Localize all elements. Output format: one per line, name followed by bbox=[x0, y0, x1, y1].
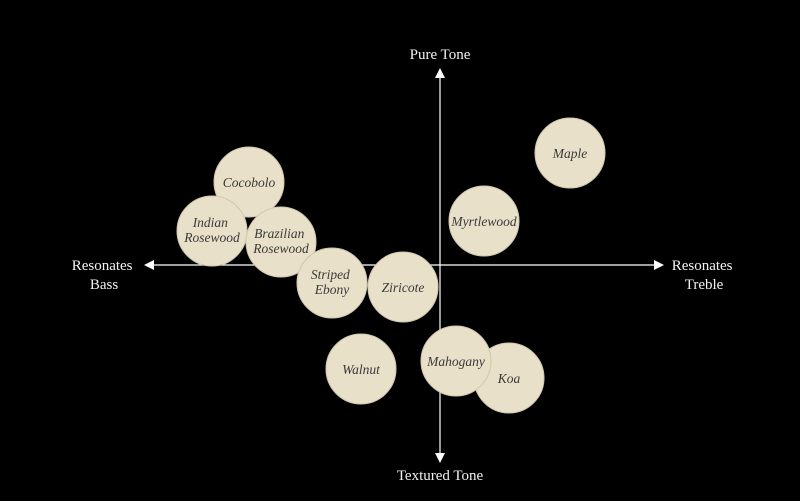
wood-walnut: Walnut bbox=[325, 333, 397, 405]
axis-label-right: Resonates Treble bbox=[672, 258, 737, 293]
wood-brazilian-rosewood: Brazilian Rosewood bbox=[245, 206, 317, 278]
wood-circle bbox=[213, 146, 285, 218]
wood-label: Striped Ebony bbox=[311, 267, 353, 297]
wood-label: Mahogany bbox=[426, 354, 485, 369]
wood-circle bbox=[534, 117, 606, 189]
wood-cocobolo: Cocobolo bbox=[213, 146, 285, 218]
axis-label-bottom: Textured Tone bbox=[397, 468, 484, 484]
wood-circle bbox=[296, 247, 368, 319]
wood-indian-rosewood: Indian Rosewood bbox=[176, 195, 248, 267]
wood-label: Indian Rosewood bbox=[183, 215, 240, 245]
axis-label-left-line-2: Bass bbox=[90, 277, 119, 293]
wood-maple: Maple bbox=[534, 117, 606, 189]
wood-circle bbox=[367, 251, 439, 323]
axis-label-right-line-1: Resonates bbox=[672, 258, 733, 274]
wood-mahogany: Mahogany bbox=[420, 325, 492, 397]
wood-label: Koa bbox=[497, 371, 521, 386]
wood-circle bbox=[448, 185, 520, 257]
wood-label: Brazilian Rosewood bbox=[252, 226, 309, 256]
wood-label: Ziricote bbox=[382, 280, 425, 295]
wood-striped-ebony: Striped Ebony bbox=[296, 247, 368, 319]
wood-label: Walnut bbox=[342, 362, 381, 377]
axis-label-top: Pure Tone bbox=[410, 47, 471, 63]
wood-koa: Koa bbox=[473, 342, 545, 414]
wood-myrtlewood: Myrtlewood bbox=[448, 185, 520, 257]
axis-label-right-line-2: Treble bbox=[685, 277, 724, 293]
wood-circle bbox=[420, 325, 492, 397]
wood-circle bbox=[325, 333, 397, 405]
wood-circle bbox=[176, 195, 248, 267]
wood-circle bbox=[245, 206, 317, 278]
wood-label: Cocobolo bbox=[223, 175, 276, 190]
wood-label: Myrtlewood bbox=[450, 214, 516, 229]
wood-label: Maple bbox=[552, 146, 588, 161]
axis-label-left-line-1: Resonates bbox=[72, 258, 133, 274]
axis-label-left: Resonates Bass bbox=[72, 258, 137, 293]
wood-ziricote: Ziricote bbox=[367, 251, 439, 323]
